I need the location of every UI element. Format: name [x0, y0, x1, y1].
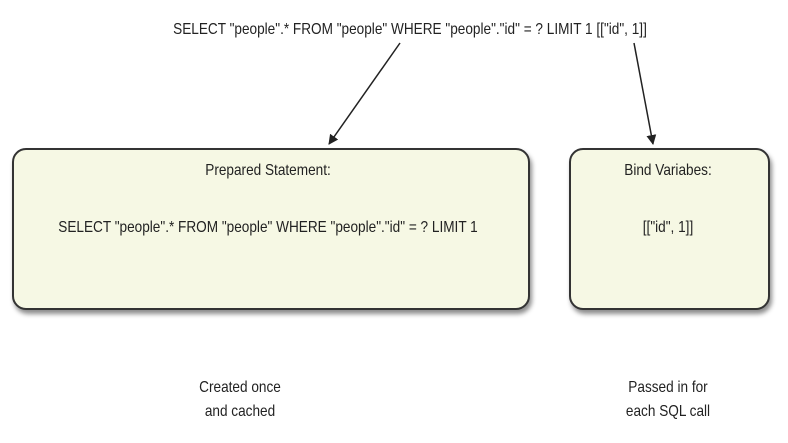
top-query-text: SELECT "people".* FROM "people" WHERE "p… [173, 21, 647, 38]
bind-caption-line1: Passed in for [628, 379, 708, 396]
bind-variables-body: [["id", 1]] [642, 219, 694, 236]
arrow-to-bind-variables [633, 42, 657, 145]
bind-variables-title: Bind Variabes: [624, 162, 712, 179]
prepared-statement-title: Prepared Statement: [205, 162, 331, 179]
bind-variables-box [569, 148, 770, 310]
prepared-caption-line2: and cached [204, 403, 276, 420]
prepared-caption-line1: Created once [199, 379, 281, 396]
prepared-statement-body: SELECT "people".* FROM "people" WHERE "p… [58, 219, 478, 236]
prepared-statement-box [12, 148, 530, 310]
arrow-to-prepared-statement [328, 42, 401, 145]
bind-caption-line2: each SQL call [625, 403, 711, 420]
